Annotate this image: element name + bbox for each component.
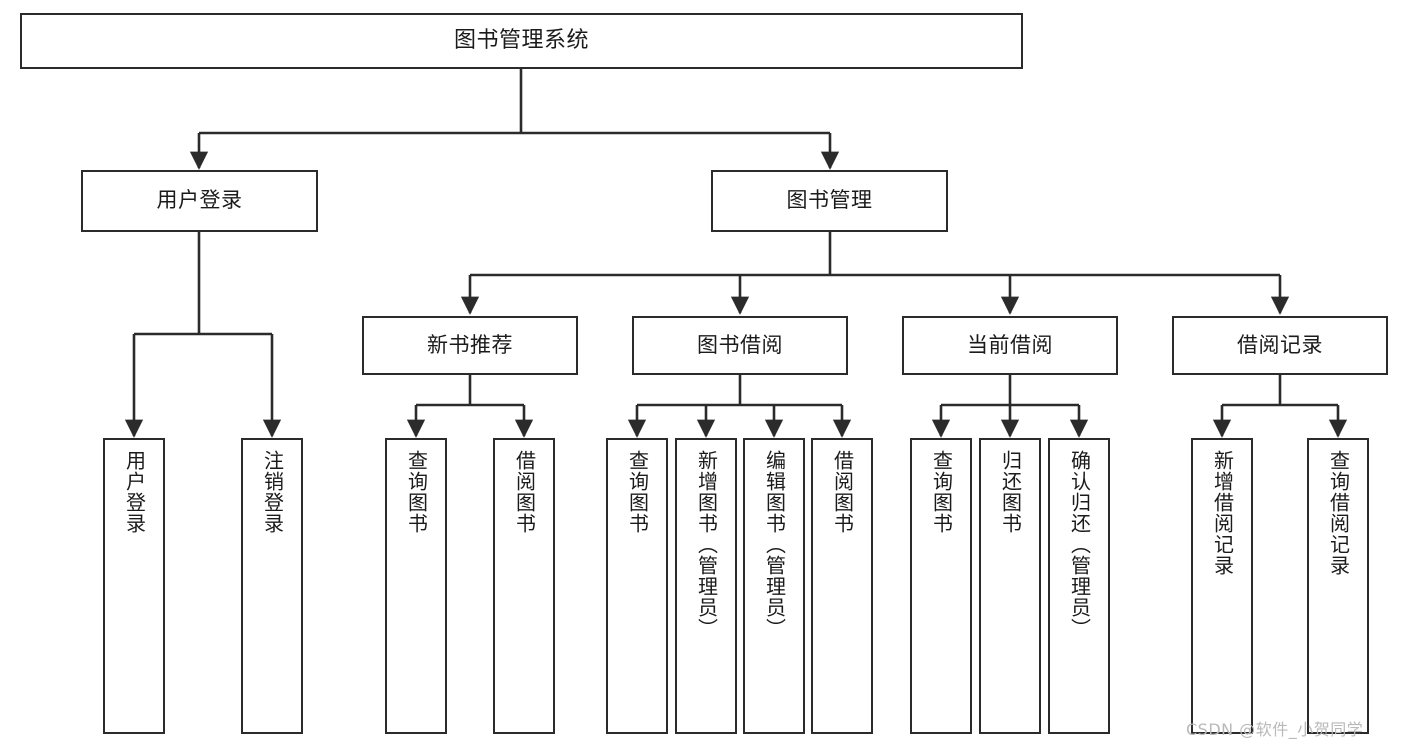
node-leaf-confirm-return-label: 确认归还（管理员） [1067,450,1092,639]
node-leaf-confirm-return[interactable]: 确认归还（管理员） [1048,438,1110,734]
node-leaf-query-book-3[interactable]: 查询图书 [910,438,972,734]
node-leaf-user-login-label: 用户登录 [122,450,147,534]
node-book-borrow-label: 图书借阅 [697,332,783,357]
watermark-label: CSDN @软件_小贺同学 [1186,720,1364,739]
node-leaf-return-book-label: 归还图书 [998,450,1023,534]
node-leaf-query-record-label: 查询借阅记录 [1326,450,1351,576]
node-leaf-query-book-1-label: 查询图书 [404,450,429,534]
node-borrow-record-label: 借阅记录 [1237,332,1323,357]
node-book-borrow[interactable]: 图书借阅 [632,316,848,375]
node-leaf-return-book[interactable]: 归还图书 [979,438,1041,734]
node-current-borrow[interactable]: 当前借阅 [902,316,1118,375]
node-leaf-edit-book-label: 编辑图书（管理员） [762,450,787,639]
node-user-login-label: 用户登录 [156,188,243,213]
node-leaf-query-book-1[interactable]: 查询图书 [385,438,447,734]
node-leaf-user-logout[interactable]: 注销登录 [241,438,303,734]
node-leaf-query-book-3-label: 查询图书 [929,450,954,534]
node-leaf-borrow-book-1[interactable]: 借阅图书 [493,438,555,734]
node-leaf-user-logout-label: 注销登录 [260,450,285,534]
node-leaf-query-record[interactable]: 查询借阅记录 [1307,438,1369,734]
node-leaf-add-book[interactable]: 新增图书（管理员） [675,438,737,734]
node-leaf-borrow-book-2[interactable]: 借阅图书 [811,438,873,734]
node-new-book-recommend[interactable]: 新书推荐 [362,316,578,375]
node-leaf-borrow-book-2-label: 借阅图书 [830,450,855,534]
node-current-borrow-label: 当前借阅 [967,332,1053,357]
node-leaf-user-login[interactable]: 用户登录 [103,438,165,734]
node-leaf-edit-book[interactable]: 编辑图书（管理员） [743,438,805,734]
node-leaf-borrow-book-1-label: 借阅图书 [512,450,537,534]
node-user-login[interactable]: 用户登录 [81,170,318,232]
node-leaf-query-book-2-label: 查询图书 [625,450,650,534]
node-leaf-add-record[interactable]: 新增借阅记录 [1191,438,1253,734]
node-root-label: 图书管理系统 [453,27,589,53]
node-leaf-add-record-label: 新增借阅记录 [1210,450,1235,576]
node-root[interactable]: 图书管理系统 [20,13,1023,69]
node-new-book-recommend-label: 新书推荐 [427,332,513,357]
node-borrow-record[interactable]: 借阅记录 [1172,316,1388,375]
node-book-manage-label: 图书管理 [786,188,873,213]
node-leaf-query-book-2[interactable]: 查询图书 [606,438,668,734]
node-book-manage[interactable]: 图书管理 [711,170,948,232]
node-leaf-add-book-label: 新增图书（管理员） [694,450,719,639]
